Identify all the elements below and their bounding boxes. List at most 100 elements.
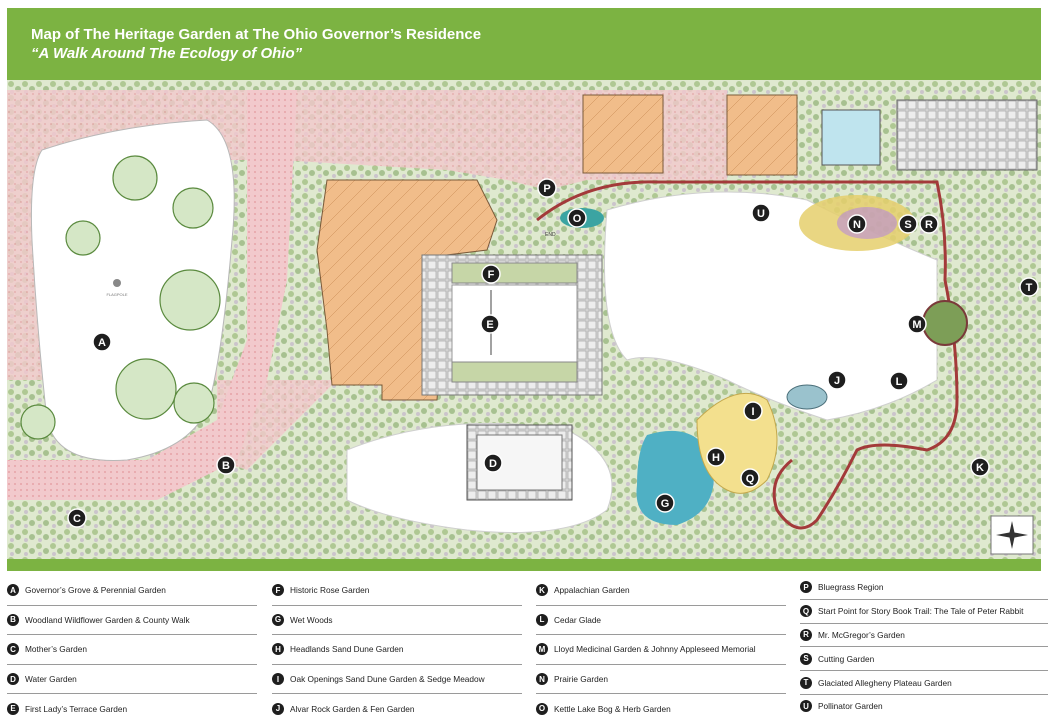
residence-roof — [316, 179, 498, 401]
legend-badge: H — [272, 643, 284, 656]
legend-badge: R — [800, 628, 812, 641]
legend-badge: O — [536, 702, 548, 715]
legend-item-o: O Kettle Lake Bog & Herb Garden — [536, 694, 786, 723]
legend-badge: B — [7, 613, 19, 626]
map-marker-m: M — [907, 314, 927, 334]
north-building-east — [726, 94, 798, 176]
legend-item-d: D Water Garden — [7, 665, 257, 695]
svg-text:S: S — [904, 219, 911, 231]
svg-text:N: N — [853, 219, 861, 231]
legend-label: Historic Rose Garden — [290, 585, 370, 596]
legend-badge: U — [800, 700, 812, 713]
rose-garden-bed — [451, 262, 578, 284]
trail-end-label: END — [545, 232, 556, 238]
legend-badge: E — [7, 702, 19, 715]
legend-item-f: F Historic Rose Garden — [272, 576, 522, 606]
map-marker-l: L — [889, 371, 909, 391]
map-marker-a: A — [92, 332, 112, 352]
tree-grove — [20, 155, 221, 440]
map-marker-n: N — [847, 214, 867, 234]
legend-label: Cedar Glade — [554, 614, 602, 625]
legend-badge: L — [536, 613, 548, 626]
legend-badge: P — [800, 581, 812, 594]
svg-text:U: U — [757, 208, 765, 220]
legend-item-t: T Glaciated Allegheny Plateau Garden — [800, 671, 1048, 695]
legend-badge: J — [272, 702, 284, 715]
map-marker-g: G — [655, 493, 675, 513]
terrace-lawn — [451, 284, 578, 366]
legend-badge: K — [536, 584, 548, 597]
map-marker-i: I — [743, 401, 763, 421]
legend-item-l: L Cedar Glade — [536, 606, 786, 636]
legend-badge: I — [272, 673, 284, 686]
map-marker-p: P — [537, 178, 557, 198]
legend-badge: F — [272, 584, 284, 597]
legend-item-g: G Wet Woods — [272, 606, 522, 636]
legend-label: Prairie Garden — [554, 674, 608, 685]
map-marker-t: T — [1019, 277, 1039, 297]
map-footer-bar — [7, 559, 1041, 571]
map-marker-f: F — [481, 264, 501, 284]
legend-label: Wet Woods — [290, 614, 333, 625]
alvar-rocks — [786, 384, 828, 410]
rose-garden-bed-south — [451, 361, 578, 383]
legend-badge: D — [7, 673, 19, 686]
flagpole — [113, 279, 121, 287]
map-marker-c: C — [67, 508, 87, 528]
legend-label: Water Garden — [25, 674, 77, 685]
legend-label: Mr. McGregor’s Garden — [818, 629, 905, 640]
map-marker-d: D — [483, 453, 503, 473]
legend-label: Start Point for Story Book Trail: The Ta… — [818, 606, 1024, 617]
legend-item-u: U Pollinator Garden — [800, 695, 1048, 718]
legend-label: First Lady’s Terrace Garden — [25, 703, 128, 714]
svg-text:Q: Q — [746, 473, 755, 485]
svg-text:M: M — [912, 319, 921, 331]
map-header: Map of The Heritage Garden at The Ohio G… — [7, 8, 1041, 80]
map-marker-b: B — [216, 455, 236, 475]
legend-label: Kettle Lake Bog & Herb Garden — [554, 703, 671, 714]
svg-text:G: G — [661, 498, 670, 510]
driveway — [7, 90, 297, 500]
legend-item-r: R Mr. McGregor’s Garden — [800, 624, 1048, 648]
legend-label: Appalachian Garden — [554, 585, 630, 596]
svg-text:K: K — [976, 462, 984, 474]
legend-badge: Q — [800, 605, 812, 618]
north-building-west — [582, 94, 664, 174]
legend-item-k: K Appalachian Garden — [536, 576, 786, 606]
svg-text:J: J — [834, 375, 840, 387]
map-marker-h: H — [706, 447, 726, 467]
legend-badge: G — [272, 613, 284, 626]
svg-text:C: C — [73, 513, 81, 525]
svg-text:F: F — [488, 269, 495, 281]
legend-badge: C — [7, 643, 19, 656]
map-marker-r: R — [919, 214, 939, 234]
map-marker-e: E — [480, 314, 500, 334]
legend-label: Mother’s Garden — [25, 644, 87, 655]
legend-label: Headlands Sand Dune Garden — [290, 644, 404, 655]
story-book-trail — [536, 180, 959, 530]
legend-item-h: H Headlands Sand Dune Garden — [272, 635, 522, 665]
legend-label: Pollinator Garden — [818, 701, 883, 712]
svg-text:T: T — [1026, 282, 1033, 294]
svg-text:R: R — [925, 219, 933, 231]
page-subtitle: “A Walk Around The Ecology of Ohio” — [31, 45, 303, 62]
legend-label: Glaciated Allegheny Plateau Garden — [818, 677, 952, 688]
svg-text:L: L — [896, 376, 903, 388]
legend-item-b: B Woodland Wildflower Garden & County Wal… — [7, 606, 257, 636]
medicinal-garden — [922, 300, 968, 346]
map-marker-k: K — [970, 457, 990, 477]
legend-label: Lloyd Medicinal Garden & Johnny Applesee… — [554, 644, 756, 655]
legend-label: Woodland Wildflower Garden & County Walk — [25, 614, 190, 625]
svg-text:A: A — [98, 337, 106, 349]
legend-badge: T — [800, 676, 812, 689]
